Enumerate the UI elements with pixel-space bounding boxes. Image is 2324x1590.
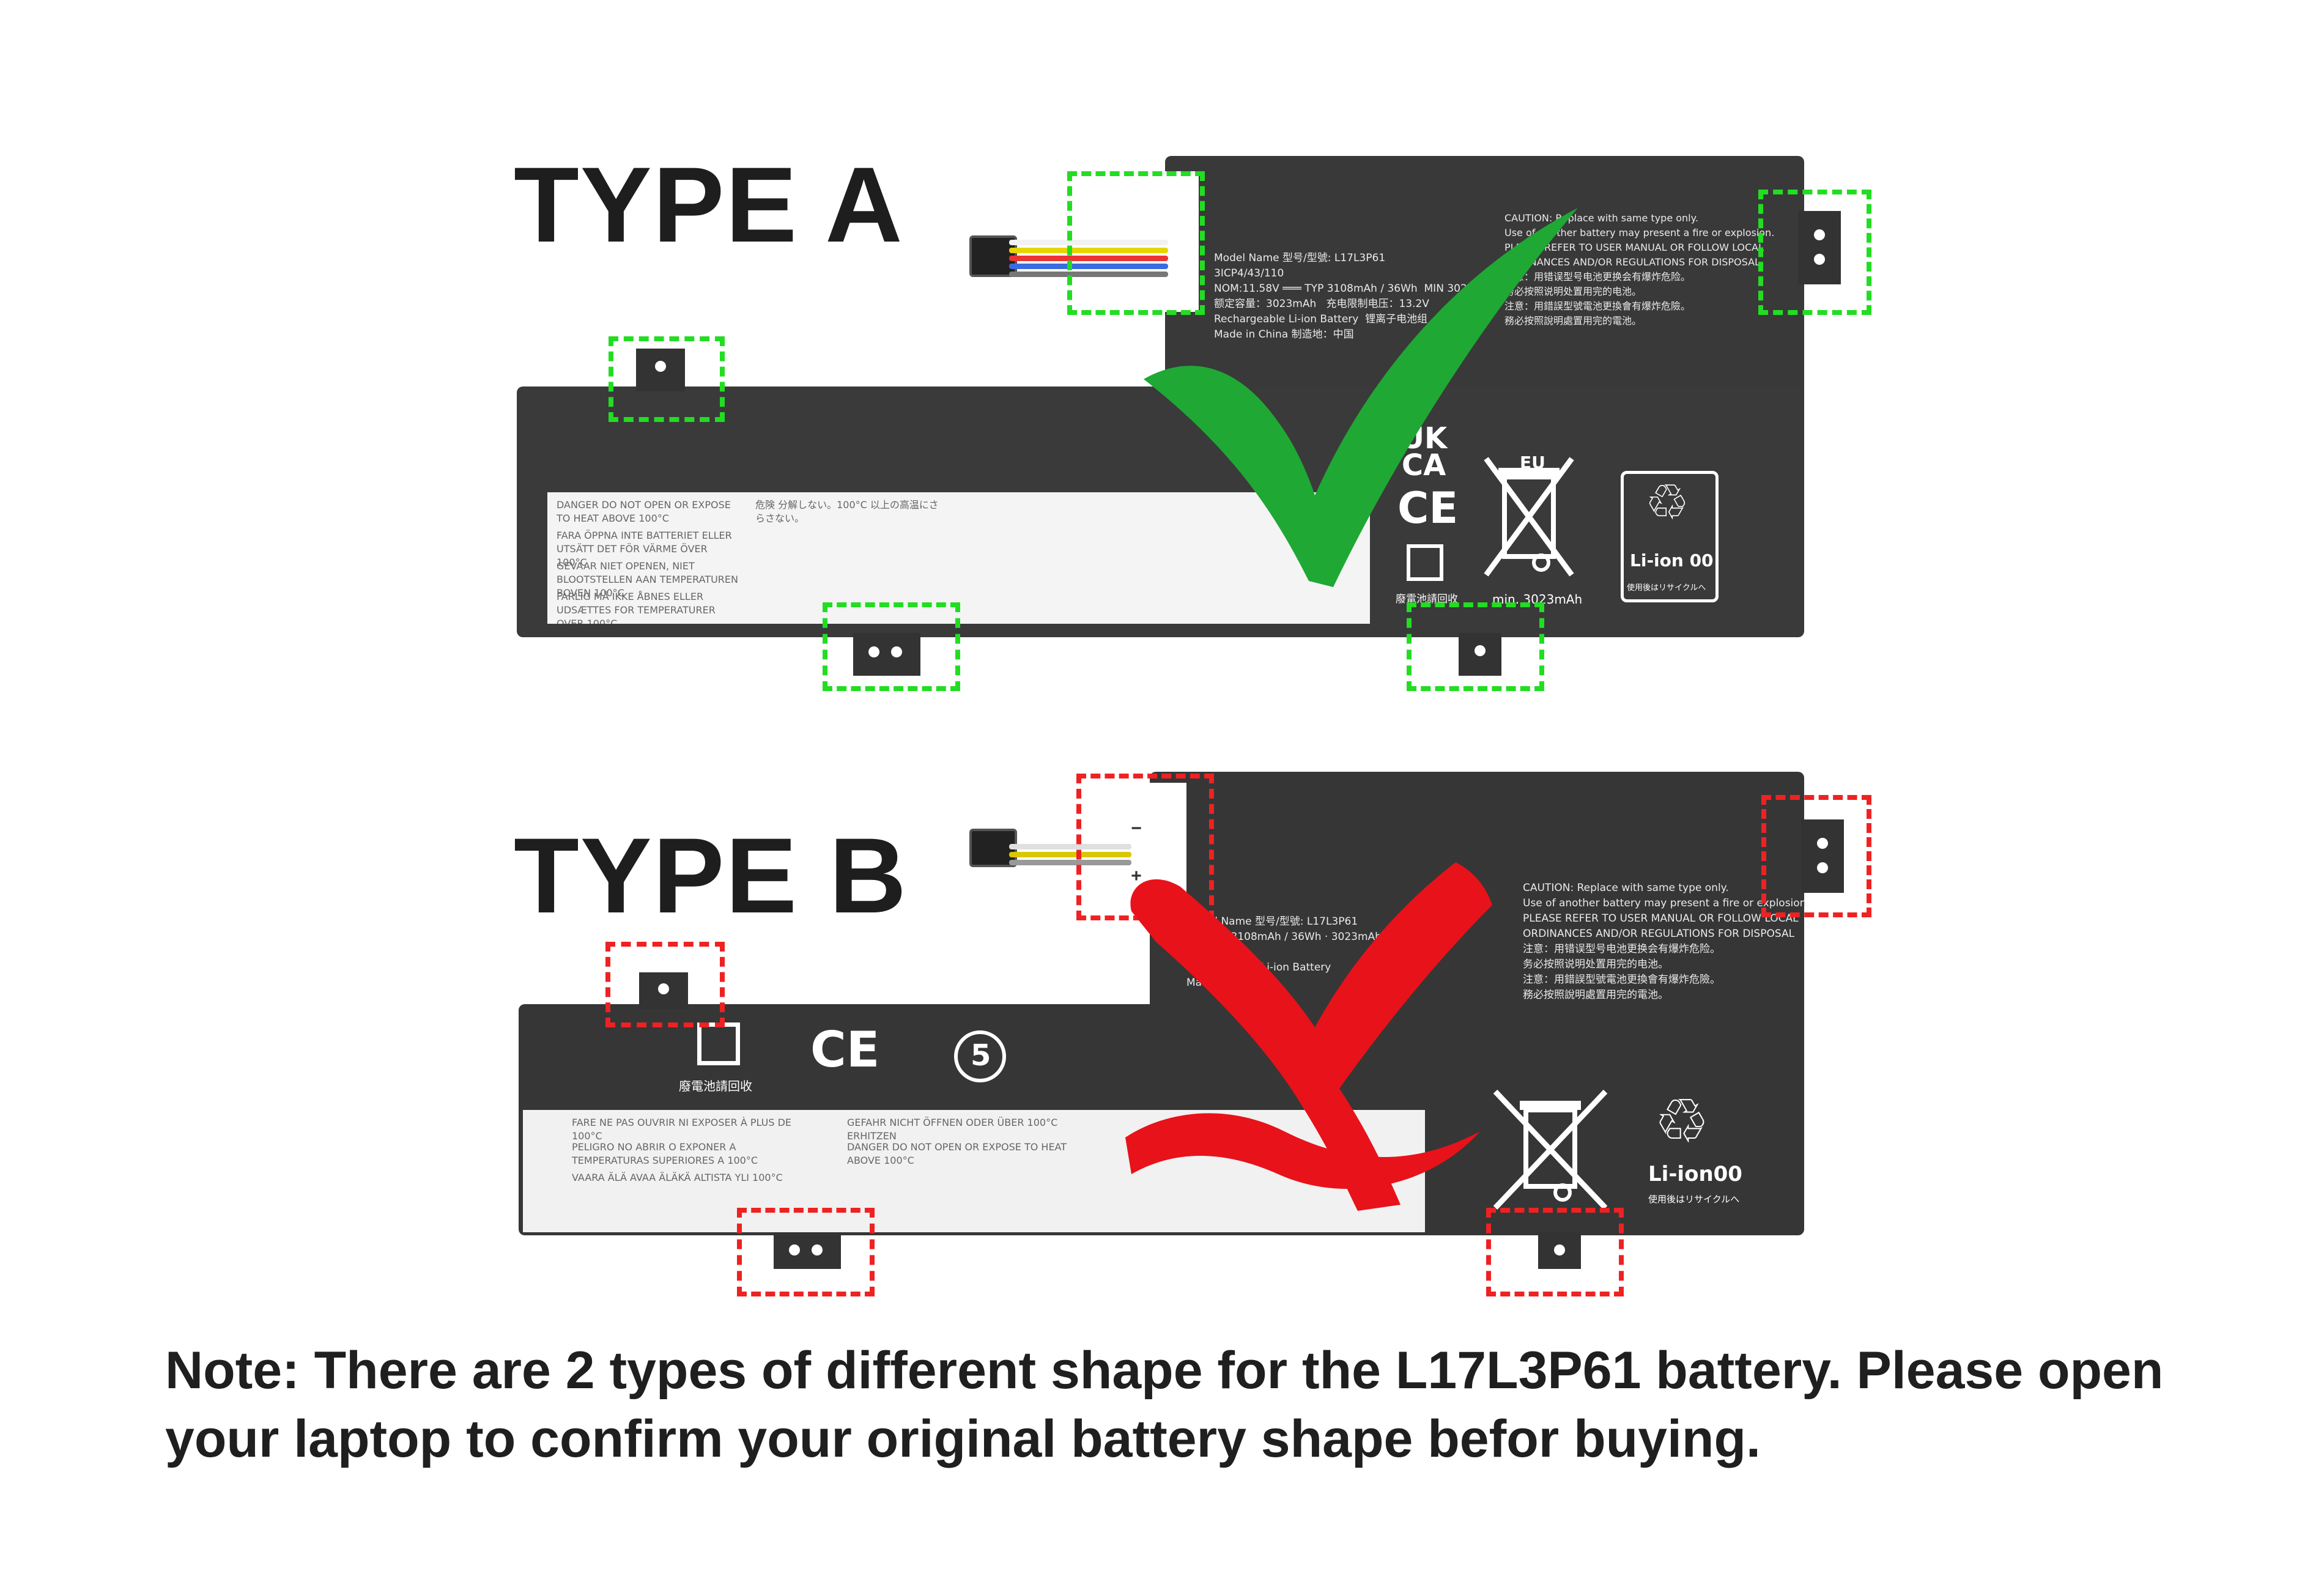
type-a-recycle-icon: ♲	[1645, 474, 1689, 531]
type-a-highlight-bottom-left-tab	[823, 602, 960, 691]
note-text: Note: There are 2 types of different sha…	[165, 1341, 2164, 1468]
type-a-tab-bottom-right	[1459, 633, 1501, 676]
type-b-highlight-left-tab	[605, 942, 725, 1027]
type-b-tab-right	[1801, 819, 1844, 893]
type-b-battery-recycle-text: 廢電池請回收	[679, 1079, 752, 1093]
check-mark-icon	[1144, 208, 1578, 587]
type-b-wire-1	[1009, 844, 1131, 849]
type-a-warning-3: GEVAAR NIET OPENEN, NIET BLOOTSTELLEN AA…	[557, 560, 738, 599]
type-a-tab-bottom-left	[853, 633, 920, 676]
type-b-warning-4: GEFAHR NICHT ÖFFNEN ODER ÜBER 100°C ERHI…	[847, 1117, 1058, 1142]
type-b-ce-mark: CE	[810, 1021, 880, 1078]
type-a-highlight-bottom-right-tab	[1407, 602, 1544, 691]
type-a-warning-5: 危険 分解しない。100°C 以上の高温にさらさない。	[755, 499, 939, 524]
type-b-caution-label: CAUTION: Replace with same type only. Us…	[1523, 882, 1810, 1001]
type-b-recycle-icon: ♲	[1654, 1085, 1709, 1157]
type-b-tab-bottom-right	[1538, 1232, 1581, 1269]
type-a-recycle-sub: 使用後はリサイクルへ	[1627, 583, 1706, 593]
type-b-warning-3: VAARA ÄLÄ AVAA ÄLÄKÄ ALTISTA YLI 100°C	[572, 1172, 783, 1183]
type-b-plus-icon: +	[1125, 865, 1147, 887]
type-a-highlight-left-tab	[609, 336, 725, 422]
type-b-recycle-sub: 使用後はリサイクルへ	[1648, 1194, 1740, 1205]
type-a-tab-left	[636, 349, 685, 391]
type-b-tab-bottom-left	[774, 1232, 841, 1269]
type-a-recycle-label: Li-ion 00	[1630, 550, 1714, 571]
type-b-warning-5: DANGER DO NOT OPEN OR EXPOSE TO HEAT ABO…	[847, 1141, 1067, 1166]
type-a-warning-2: FARA ÖPPNA INTE BATTERIET ELLER UTSÄTT D…	[557, 530, 732, 568]
type-a-recycle-box	[1621, 471, 1719, 602]
type-b-wire-3	[1009, 860, 1131, 865]
type-a-weee-icon	[1484, 457, 1574, 577]
type-a-highlight-connector	[1067, 171, 1205, 315]
type-b-highlight-right-tab	[1761, 795, 1871, 917]
type-a-eu-text: EU	[1520, 453, 1545, 473]
type-b-tab-left	[639, 972, 688, 1009]
type-b-five-year-number: 5	[971, 1038, 991, 1073]
type-a-wire-3	[1009, 256, 1168, 261]
type-b-recycle-label: Li-ion00	[1648, 1162, 1742, 1186]
type-a-warning-1: DANGER DO NOT OPEN OR EXPOSE TO HEAT ABO…	[557, 499, 731, 524]
type-b-highlight-bottom-left-tab	[737, 1208, 875, 1296]
type-a-wire-1	[1009, 240, 1168, 245]
type-a-wire-2	[1009, 248, 1168, 253]
type-b-warning-2: PELIGRO NO ABRIR O EXPONER A TEMPERATURA…	[572, 1141, 758, 1166]
type-b-highlight-bottom-right-tab	[1486, 1208, 1624, 1296]
type-a-wire-4	[1009, 264, 1168, 269]
type-b-title: TYPE B	[514, 816, 908, 936]
type-a-tab-right	[1798, 211, 1841, 284]
type-a-battery: Model Name 型号/型號: L17L3P61 3ICP4/43/110 …	[0, 0, 2324, 734]
type-a-warning-4: FARLIG MÅ IKKE ÅBNES ELLER UDSÆTTES FOR …	[557, 591, 716, 624]
type-a-wire-5	[1009, 272, 1168, 277]
cross-mark-icon	[1125, 862, 1492, 1211]
type-a-recycle-cn-icon	[1407, 544, 1443, 581]
type-a-warning-sticker: DANGER DO NOT OPEN OR EXPOSE TO HEAT ABO…	[547, 492, 1370, 624]
type-b-warning-1: FARE NE PAS OUVRIR NI EXPOSER À PLUS DE …	[572, 1117, 791, 1142]
type-a-title: TYPE A	[514, 146, 904, 265]
type-b-five-year-icon	[954, 1030, 1006, 1082]
type-a-ce-mark: CE	[1397, 483, 1459, 533]
type-b-wire-2	[1009, 852, 1131, 857]
type-b-weee-icon	[1493, 1089, 1608, 1210]
type-b-recycle-cn-icon	[697, 1022, 740, 1065]
type-b-minus-icon: −	[1125, 818, 1147, 840]
type-b-battery: − + Model Name 型号/型號: L17L3P61 ═══ TYP 3…	[519, 772, 1871, 1296]
type-a-highlight-right-tab	[1758, 190, 1871, 315]
